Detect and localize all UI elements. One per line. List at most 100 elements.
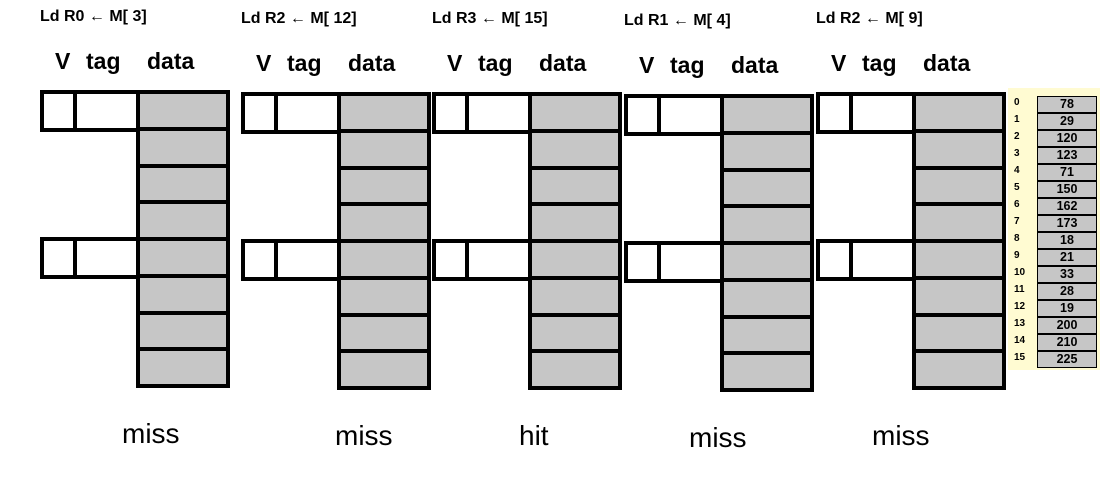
tag-cell <box>73 237 140 279</box>
tag-cell <box>465 239 532 281</box>
data-row-divider <box>532 275 618 280</box>
access-result: miss <box>335 420 393 451</box>
memory-address: 6 <box>1014 199 1020 210</box>
data-row-divider <box>140 126 226 131</box>
data-row-divider <box>724 351 810 356</box>
memory-value: 18 <box>1037 232 1097 249</box>
load-instruction: Ld R3 ← M[ 15] <box>432 10 548 27</box>
memory-address: 10 <box>1014 267 1026 278</box>
column-header-v: V <box>831 50 847 76</box>
data-row-divider <box>724 130 810 135</box>
tag-cell <box>849 239 916 281</box>
valid-bit-cell <box>40 90 77 132</box>
data-row-divider <box>916 349 1002 354</box>
memory-value: 123 <box>1037 147 1097 164</box>
valid-bit-cell <box>624 241 661 283</box>
data-row-divider <box>724 167 810 172</box>
load-instruction: Ld R0 ← M[ 3] <box>40 8 147 25</box>
memory-value: 28 <box>1037 283 1097 300</box>
memory-address: 12 <box>1014 301 1026 312</box>
valid-bit-cell <box>40 237 77 279</box>
memory-row: 8 18 <box>1008 232 1100 249</box>
memory-address: 11 <box>1014 284 1025 295</box>
data-row-divider <box>341 312 427 317</box>
data-row-divider <box>916 128 1002 133</box>
data-row-divider <box>341 165 427 170</box>
memory-row: 13 200 <box>1008 317 1100 334</box>
data-row-divider <box>724 277 810 282</box>
data-row-divider <box>532 128 618 133</box>
access-result: miss <box>872 420 930 451</box>
column-header-tag: tag <box>86 48 121 74</box>
data-row-divider <box>916 275 1002 280</box>
memory-address: 1 <box>1014 114 1020 125</box>
column-header-data: data <box>923 50 971 76</box>
memory-value: 173 <box>1037 215 1097 232</box>
memory-address: 3 <box>1014 148 1020 159</box>
column-header-v: V <box>256 50 272 76</box>
data-row-divider <box>916 165 1002 170</box>
column-header-data: data <box>147 48 195 74</box>
column-header-data: data <box>731 52 779 78</box>
column-header-tag: tag <box>670 52 705 78</box>
column-header-v: V <box>55 48 71 74</box>
data-row-divider <box>724 241 810 245</box>
tag-cell <box>274 239 341 281</box>
memory-value: 150 <box>1037 181 1097 198</box>
load-instruction: Ld R2 ← M[ 12] <box>241 10 357 27</box>
memory-row: 4 71 <box>1008 164 1100 181</box>
memory-address: 5 <box>1014 182 1020 193</box>
memory-value: 71 <box>1037 164 1097 181</box>
data-row-divider <box>532 349 618 354</box>
memory-row: 1 29 <box>1008 113 1100 130</box>
valid-bit-cell <box>624 94 661 136</box>
data-row-divider <box>140 347 226 352</box>
valid-bit-cell <box>432 92 469 134</box>
data-row-divider <box>140 200 226 205</box>
column-header-tag: tag <box>287 50 322 76</box>
memory-address: 7 <box>1014 216 1020 227</box>
memory-value: 225 <box>1037 351 1097 368</box>
memory-row: 15 225 <box>1008 351 1100 368</box>
data-row-divider <box>341 128 427 133</box>
data-row-divider <box>140 237 226 241</box>
data-row-divider <box>916 312 1002 317</box>
access-result: miss <box>689 422 747 453</box>
load-instruction: Ld R2 ← M[ 9] <box>816 10 923 27</box>
data-row-divider <box>140 273 226 278</box>
data-column <box>912 92 1006 390</box>
memory-address: 8 <box>1014 233 1020 244</box>
memory-row: 12 19 <box>1008 300 1100 317</box>
data-row-divider <box>341 275 427 280</box>
memory-value: 29 <box>1037 113 1097 130</box>
memory-value: 33 <box>1037 266 1097 283</box>
data-column <box>337 92 431 390</box>
data-row-divider <box>140 310 226 315</box>
memory-address: 13 <box>1014 318 1026 329</box>
data-row-divider <box>532 239 618 243</box>
data-row-divider <box>341 239 427 243</box>
tag-cell <box>849 92 916 134</box>
memory-value: 19 <box>1037 300 1097 317</box>
column-header-tag: tag <box>478 50 513 76</box>
memory-value: 200 <box>1037 317 1097 334</box>
data-row-divider <box>724 204 810 209</box>
memory-address: 15 <box>1014 352 1026 363</box>
memory-address: 14 <box>1014 335 1026 346</box>
valid-bit-cell <box>432 239 469 281</box>
data-row-divider <box>341 202 427 207</box>
data-column <box>528 92 622 390</box>
tag-cell <box>657 241 724 283</box>
memory-address: 4 <box>1014 165 1020 176</box>
valid-bit-cell <box>816 92 853 134</box>
memory-row: 3 123 <box>1008 147 1100 164</box>
data-column <box>136 90 230 388</box>
